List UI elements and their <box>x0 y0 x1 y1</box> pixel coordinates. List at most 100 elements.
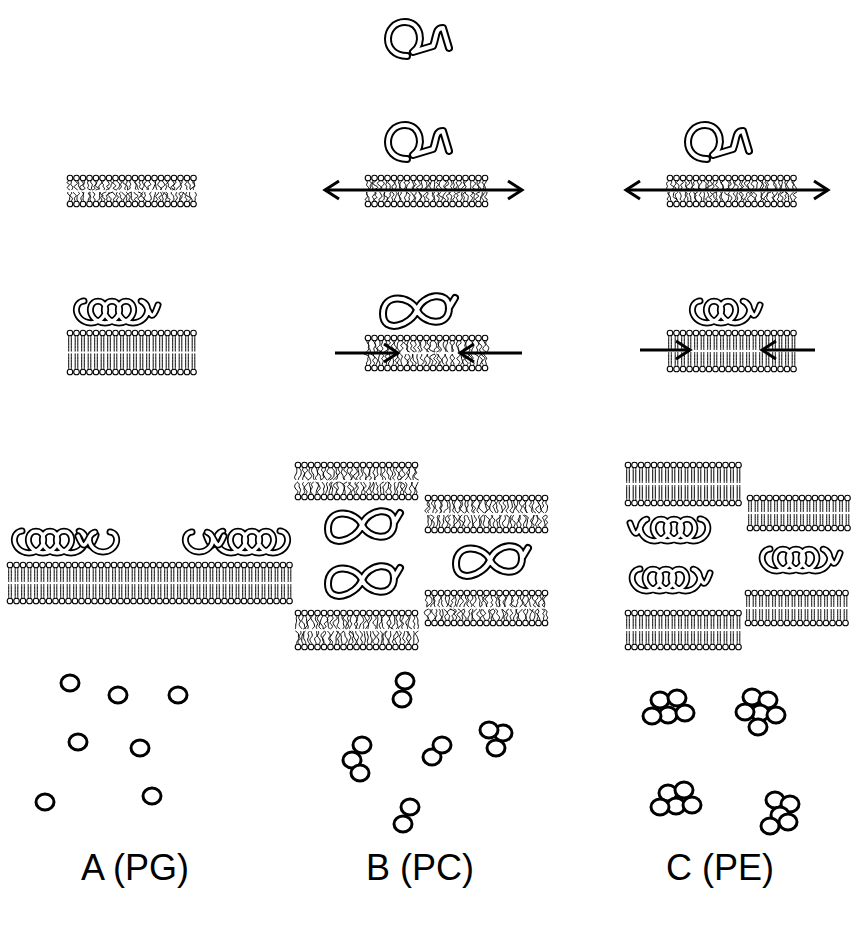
lipid-tail <box>661 631 662 644</box>
lipid-head <box>523 495 529 501</box>
lipid-tail <box>120 336 121 352</box>
lipid-tail <box>417 354 419 365</box>
lipid-tail <box>76 584 77 598</box>
lipid-tail <box>807 609 808 620</box>
lipid-tail <box>203 568 204 582</box>
lipid-head <box>144 562 150 568</box>
lipid-tail <box>418 192 421 201</box>
lipid-head <box>674 366 680 372</box>
lipid-tail <box>37 568 38 582</box>
lipid-tail <box>529 609 532 620</box>
lipid-tail <box>720 468 721 483</box>
lipid-head <box>700 201 706 207</box>
lipid-tail <box>172 181 176 190</box>
lipid-head <box>354 462 360 468</box>
lipid-tail <box>185 336 186 352</box>
lipid-tail <box>704 468 705 483</box>
lipid-tail <box>720 352 721 366</box>
lipid-tail <box>408 631 411 644</box>
lipid-tail <box>629 468 630 483</box>
lipid-tail <box>648 485 649 500</box>
lipid-tail <box>698 485 699 500</box>
lipid-head <box>53 562 59 568</box>
lipid-tail <box>646 631 647 644</box>
lipid-head <box>158 175 164 181</box>
lipid-tail <box>685 192 688 201</box>
lipid-tail <box>816 501 817 512</box>
lipid-head <box>360 644 366 650</box>
lipid-head <box>59 562 65 568</box>
lipid-tail <box>159 354 160 370</box>
lipid-tail <box>73 584 74 598</box>
lipid-tail <box>529 596 531 607</box>
lipid-tail <box>394 482 395 494</box>
lipid-head <box>645 644 651 650</box>
lipid-tail <box>820 609 821 620</box>
lipid-tail <box>820 501 821 512</box>
lipid-tail <box>691 485 692 500</box>
lipid-tail <box>697 352 698 366</box>
lipid-tail <box>295 482 298 494</box>
lipid-head <box>784 201 790 207</box>
lipid-tail <box>203 584 204 598</box>
lipid-head <box>111 598 117 604</box>
lipid-head <box>158 201 164 207</box>
lipid-bilayer <box>745 590 848 626</box>
lipid-tail <box>88 336 89 352</box>
lipid-head <box>365 175 371 181</box>
lipid-tail <box>733 336 734 350</box>
lipid-tail <box>414 192 416 201</box>
lipid-tail <box>188 336 189 352</box>
lipid-tail <box>811 609 812 620</box>
lipid-head <box>754 525 760 531</box>
lipid-tail <box>74 181 78 190</box>
lipid-tail <box>67 584 68 598</box>
lipid-head <box>765 175 771 181</box>
lipid-tail <box>193 181 195 190</box>
lipid-tail <box>842 501 843 512</box>
lipid-tail <box>349 616 351 629</box>
lipid-tail <box>479 501 484 513</box>
lipid-head <box>830 620 836 626</box>
lipid-tail <box>837 609 838 620</box>
lipid-tail <box>794 609 795 620</box>
lipid-tail <box>648 631 649 644</box>
lipid-tail <box>831 596 832 607</box>
lipid-head <box>799 495 805 501</box>
lipid-head <box>150 598 156 604</box>
lipid-tail <box>483 515 485 527</box>
lipid-tail <box>844 596 845 607</box>
lipid-head <box>784 366 790 372</box>
lipid-tail <box>242 568 243 582</box>
lipid-tail <box>197 584 198 598</box>
lipid-head <box>632 610 638 616</box>
lipid-head <box>677 644 683 650</box>
lipid-tail <box>681 616 682 629</box>
lipid-head <box>793 495 799 501</box>
lipid-bilayer <box>295 610 418 650</box>
lipid-head <box>671 644 677 650</box>
lipid-tail <box>537 515 541 527</box>
lipid-tail <box>781 609 782 620</box>
lipid-tail <box>753 352 754 366</box>
lipid-head <box>799 525 805 531</box>
lipid-head <box>843 590 849 596</box>
lipid-tail <box>681 485 682 500</box>
lipid-tail <box>466 515 470 527</box>
lipid-head <box>687 330 693 336</box>
lipid-tail <box>659 631 660 644</box>
lipid-tail <box>452 515 457 527</box>
lipid-head <box>697 610 703 616</box>
lipid-tail <box>395 631 398 644</box>
lipid-tail <box>177 584 178 598</box>
lipid-tail <box>91 181 93 190</box>
lipid-head <box>295 644 301 650</box>
lipid-tail <box>24 568 25 582</box>
lipid-tail <box>190 181 194 190</box>
protein-ribbon <box>383 296 455 326</box>
lipid-tail <box>706 192 709 201</box>
lipid-head <box>806 525 812 531</box>
lipid-head <box>482 175 488 181</box>
lipid-tail <box>726 468 727 483</box>
